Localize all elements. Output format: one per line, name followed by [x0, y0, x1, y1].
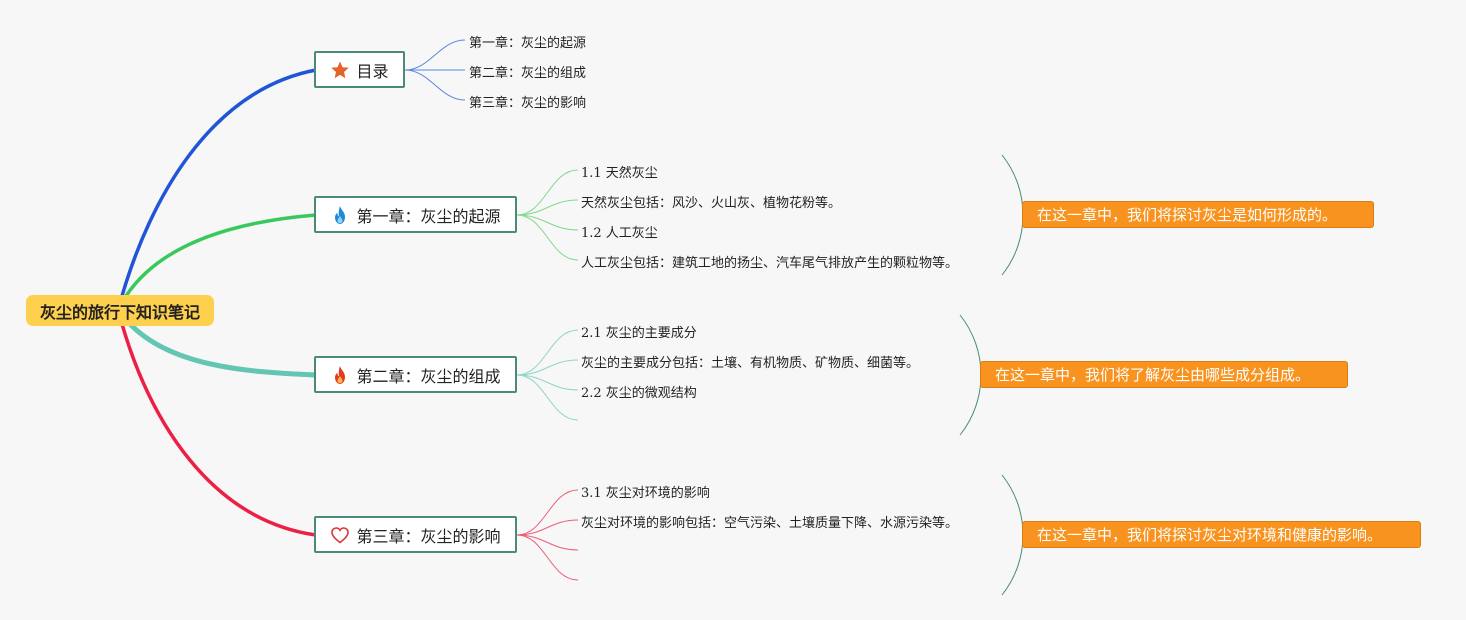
- root-topic[interactable]: 灰尘的旅行下知识笔记: [26, 295, 214, 326]
- chapter-2-leaf-3[interactable]: 2.2 灰尘的微观结构: [581, 386, 697, 401]
- chapter-1-summary[interactable]: 在这一章中，我们将探讨灰尘是如何形成的。: [1022, 201, 1374, 228]
- chapter-1-summary-text: 在这一章中，我们将探讨灰尘是如何形成的。: [1037, 206, 1338, 224]
- connector-root-ch2: [128, 322, 317, 378]
- blue-flame-icon: [330, 205, 350, 225]
- chapter-2-summary-text: 在这一章中，我们将了解灰尘由哪些成分组成。: [995, 366, 1311, 384]
- branch-chapter-2[interactable]: 第二章：灰尘的组成: [314, 356, 517, 393]
- toc-leaf-1[interactable]: 第一章：灰尘的起源: [469, 36, 587, 51]
- ch1-leaf-connectors: [516, 169, 579, 261]
- chapter-2-leaf-2[interactable]: 灰尘的主要成分包括：土壤、有机物质、矿物质、细菌等。: [581, 356, 920, 371]
- chapter-3-summary-text: 在这一章中，我们将探讨灰尘对环境和健康的影响。: [1037, 526, 1383, 544]
- heart-icon: [330, 525, 350, 545]
- branch-toc[interactable]: 目录: [314, 51, 405, 88]
- ch2-summary-bracket: [959, 314, 982, 436]
- red-flame-icon: [330, 365, 350, 385]
- root-topic-label: 灰尘的旅行下知识笔记: [39, 302, 200, 322]
- chapter-3-summary[interactable]: 在这一章中，我们将探讨灰尘对环境和健康的影响。: [1022, 521, 1421, 548]
- chapter-1-leaf-4[interactable]: 人工灰尘包括：建筑工地的扬尘、汽车尾气排放产生的颗粒物等。: [581, 256, 959, 271]
- branch-chapter-3-label: 第三章：灰尘的影响: [356, 526, 501, 546]
- ch2-leaf-connectors: [516, 329, 579, 421]
- chapter-1-leaf-2[interactable]: 天然灰尘包括：风沙、火山灰、植物花粉等。: [581, 196, 842, 211]
- connector-root-ch3: [120, 323, 317, 537]
- branch-toc-label: 目录: [356, 61, 389, 81]
- chapter-2-summary[interactable]: 在这一章中，我们将了解灰尘由哪些成分组成。: [980, 361, 1348, 388]
- toc-leaf-2[interactable]: 第二章：灰尘的组成: [469, 66, 587, 81]
- chapter-2-leaf-1[interactable]: 2.1 灰尘的主要成分: [581, 326, 697, 341]
- toc-leaf-3[interactable]: 第三章：灰尘的影响: [469, 96, 587, 111]
- toc-leaf-connectors: [404, 39, 466, 101]
- chapter-3-leaf-2[interactable]: 灰尘对环境的影响包括：空气污染、土壤质量下降、水源污染等。: [581, 516, 959, 531]
- connector-root-ch1: [124, 213, 317, 297]
- chapter-3-leaf-1[interactable]: 3.1 灰尘对环境的影响: [581, 486, 710, 501]
- chapter-1-leaf-1[interactable]: 1.1 天然灰尘: [581, 166, 658, 181]
- connector-root-toc: [120, 68, 317, 297]
- branch-chapter-1-label: 第一章：灰尘的起源: [356, 206, 501, 226]
- star-icon: [330, 60, 350, 80]
- chapter-1-leaf-3[interactable]: 1.2 人工灰尘: [581, 226, 658, 241]
- ch1-summary-bracket: [1001, 154, 1024, 276]
- branch-chapter-1[interactable]: 第一章：灰尘的起源: [314, 196, 517, 233]
- branch-chapter-2-label: 第二章：灰尘的组成: [356, 366, 501, 386]
- ch3-summary-bracket: [1001, 474, 1024, 596]
- branch-chapter-3[interactable]: 第三章：灰尘的影响: [314, 516, 517, 553]
- ch3-leaf-connectors: [516, 489, 579, 581]
